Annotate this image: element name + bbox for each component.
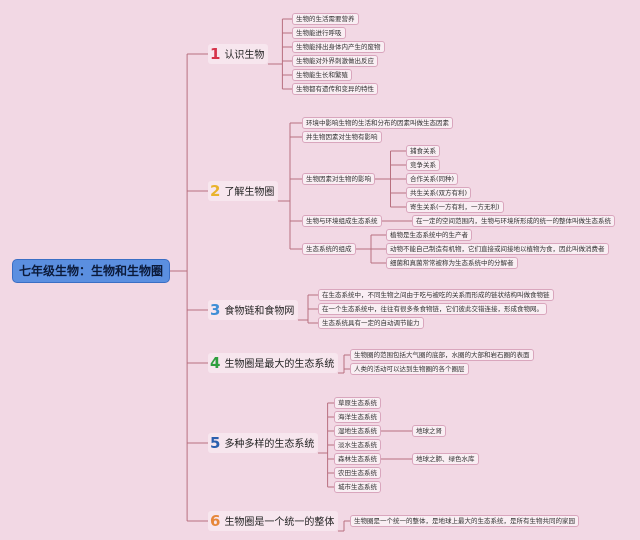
b2-relation-4[interactable]: 共生关系(双方有利) [406, 187, 472, 199]
b3-food-chain[interactable]: 在生态系统中，不同生物之间由于吃与被吃的关系而形成的链状结构叫做食物链 [318, 289, 554, 301]
branch-2-label: 了解生物圈 [224, 187, 275, 198]
b5-wetland-note[interactable]: 地球之肾 [412, 425, 446, 437]
b3-self-regulation[interactable]: 生态系统具有一定的自动调节能力 [318, 317, 424, 329]
branch-5-number: 5 [210, 434, 221, 452]
b1-leaf-3[interactable]: 生物能排出身体内产生的废物 [292, 41, 385, 53]
b2-consumers[interactable]: 动物不能自己制造有机物，它们直接或间接地以植物为食，因此叫做消费者 [386, 243, 609, 255]
b4-biosphere-range[interactable]: 生物圈的范围包括大气圈的底部，水圈的大部和岩石圈的表面 [350, 349, 534, 361]
b3-food-web[interactable]: 在一个生态系统中，往往有很多条食物链，它们彼此交错连接，形成食物网。 [318, 303, 547, 315]
b1-leaf-2[interactable]: 生物能进行呼吸 [292, 27, 346, 39]
branch-6-number: 6 [210, 512, 221, 530]
b1-leaf-6[interactable]: 生物都有遗传和变异的特性 [292, 83, 378, 95]
b5-forest-note[interactable]: 地球之肺、绿色水库 [412, 453, 479, 465]
b5-wetland[interactable]: 湿地生态系统 [334, 425, 381, 437]
b2-relation-3[interactable]: 合作关系(同种) [406, 173, 459, 185]
branch-2-number: 2 [210, 182, 221, 200]
branch-1-label: 认识生物 [224, 50, 265, 61]
branch-3-label: 食物链和食物网 [224, 306, 295, 317]
b2-ecological-factors[interactable]: 环境中影响生物的生活和分布的因素叫做生态因素 [302, 117, 453, 129]
b2-ecosystem-definition[interactable]: 在一定的空间范围内，生物与环境所形成的统一的整体叫做生态系统 [412, 215, 615, 227]
b5-farmland[interactable]: 农田生态系统 [334, 467, 381, 479]
branch-4-number: 4 [210, 354, 221, 372]
b2-biotic-factors[interactable]: 并生物因素对生物有影响 [302, 131, 382, 143]
b1-leaf-5[interactable]: 生物能生长和繁殖 [292, 69, 352, 81]
b4-human-activity[interactable]: 人类的活动可以达到生物圈的各个圈层 [350, 363, 469, 375]
b5-city[interactable]: 城市生态系统 [334, 481, 381, 493]
b2-ecosystem[interactable]: 生物与环境组成生态系统 [302, 215, 382, 227]
b1-leaf-1[interactable]: 生物的生活需要营养 [292, 13, 359, 25]
b2-decomposers[interactable]: 细菌和真菌常常被称为生态系统中的分解者 [386, 257, 518, 269]
b1-leaf-4[interactable]: 生物能对外界刺激做出反应 [292, 55, 378, 67]
b2-biotic-influence[interactable]: 生物因素对生物的影响 [302, 173, 375, 185]
branch-1-number: 1 [210, 45, 221, 63]
branch-3-number: 3 [210, 301, 221, 319]
b5-ocean[interactable]: 海洋生态系统 [334, 411, 381, 423]
b5-forest[interactable]: 森林生态系统 [334, 453, 381, 465]
b2-relation-2[interactable]: 竞争关系 [406, 159, 440, 171]
root-topic[interactable]: 七年级生物：生物和生物圈 [12, 259, 171, 283]
b2-producers[interactable]: 植物是生态系统中的生产者 [386, 229, 472, 241]
branch-6-label: 生物圈是一个统一的整体 [224, 517, 335, 528]
branch-4-label: 生物圈是最大的生态系统 [224, 359, 335, 370]
b2-relation-1[interactable]: 捕食关系 [406, 145, 440, 157]
b2-ecosystem-composition[interactable]: 生态系统的组成 [302, 243, 356, 255]
branch-5-label: 多种多样的生态系统 [224, 439, 315, 450]
b5-grassland[interactable]: 草原生态系统 [334, 397, 381, 409]
b2-relation-5[interactable]: 寄生关系(一方有利，一方无利) [406, 201, 504, 213]
b6-unified-whole[interactable]: 生物圈是一个统一的整体，是地球上最大的生态系统，是所有生物共同的家园 [350, 515, 579, 527]
b5-freshwater[interactable]: 淡水生态系统 [334, 439, 381, 451]
